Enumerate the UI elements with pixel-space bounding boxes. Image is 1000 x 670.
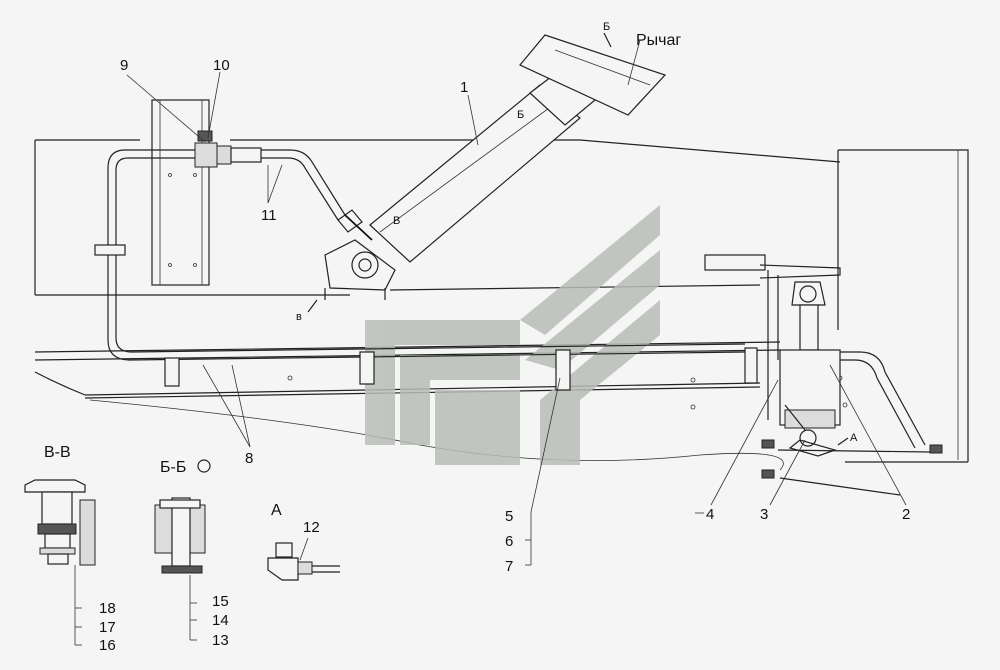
callout-6: 6 — [505, 533, 513, 550]
callout-3: 3 — [760, 506, 768, 523]
callout-2: 2 — [902, 506, 910, 523]
watermark-logo — [365, 205, 660, 465]
callout-5: 5 — [505, 508, 513, 525]
view-title-a: А — [271, 502, 282, 519]
callout-17: 17 — [99, 619, 116, 636]
callout-16: 16 — [99, 637, 116, 654]
valve-assembly — [761, 270, 943, 479]
detail-view-bb: Б-Б 15 14 13 — [154, 459, 229, 649]
callout-10: 10 — [213, 57, 230, 74]
label-lever: Рычаг — [636, 32, 681, 49]
callout-18: 18 — [99, 600, 116, 617]
callout-12: 12 — [303, 519, 320, 536]
callout-15: 15 — [212, 593, 229, 610]
hydraulic-cylinder — [324, 62, 596, 300]
callout-9: 9 — [120, 57, 128, 74]
section-mark-v-cyl: В — [393, 215, 400, 227]
callout-8: 8 — [245, 450, 253, 467]
callout-1: 1 — [460, 79, 468, 96]
view-title-vv: В-В — [44, 444, 71, 461]
view-title-bb: Б-Б — [160, 459, 186, 476]
frame-structure — [34, 99, 969, 496]
rotation-symbol-icon — [197, 459, 211, 473]
leader-lines — [126, 39, 907, 566]
section-mark-a: А — [850, 432, 858, 444]
callout-14: 14 — [212, 612, 229, 629]
lever-arm — [519, 34, 667, 116]
callout-7: 7 — [505, 558, 513, 575]
section-mark-v-bottom: в — [296, 311, 302, 323]
detail-view-a: А 12 — [267, 502, 340, 581]
callout-13: 13 — [212, 632, 229, 649]
detail-view-vv: В-В 18 17 16 — [24, 444, 116, 654]
callout-4: 4 — [706, 506, 714, 523]
callout-numbers: Рычаг 1 9 10 11 8 5 6 7 4 3 2 — [120, 32, 910, 575]
section-marks: Б Б В в А — [296, 21, 858, 446]
callout-11: 11 — [261, 207, 277, 224]
section-mark-b-top: Б — [603, 21, 610, 33]
section-mark-b-cyl: Б — [517, 109, 524, 121]
